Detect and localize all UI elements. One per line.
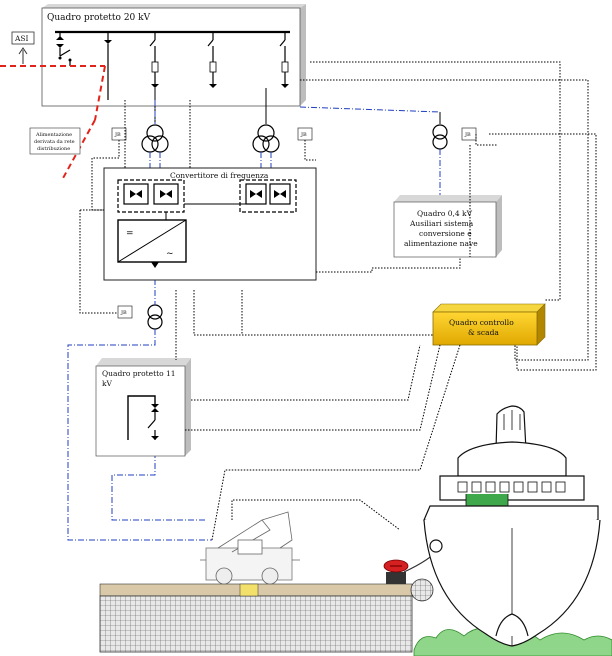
svg-text:Quadro protetto 11: Quadro protetto 11 xyxy=(102,369,176,378)
feeder-bay-3 xyxy=(207,32,217,88)
transformer-icon xyxy=(147,304,163,330)
svg-text:JB: JB xyxy=(114,132,121,138)
svg-text:derivata da rete: derivata da rete xyxy=(34,139,75,145)
asi-label: ASI xyxy=(14,34,29,43)
svg-text:kV: kV xyxy=(102,379,113,388)
scada-panel: Quadro controllo & scada xyxy=(432,303,546,346)
svg-text:JB: JB xyxy=(300,132,307,138)
crane-icon xyxy=(200,511,300,585)
converter-dc-symbol: = xyxy=(126,229,134,239)
svg-text:Ausiliari sistema: Ausiliari sistema xyxy=(409,219,474,228)
svg-text:conversione e: conversione e xyxy=(419,229,472,238)
feeder-bay-4 xyxy=(279,32,289,88)
svg-text:Quadro 0,4 kV: Quadro 0,4 kV xyxy=(417,209,473,218)
svg-text:JB: JB xyxy=(120,310,127,316)
switchboard-20kv: Quadro protetto 20 kV xyxy=(41,4,306,107)
converter-title: Convertitore di frequenza xyxy=(170,171,269,180)
junction-box-2: JB xyxy=(297,127,313,141)
transformer-icon xyxy=(432,112,448,150)
breaker-icon xyxy=(56,32,72,66)
junction-box-3: JB xyxy=(461,127,477,141)
socket-icon xyxy=(383,559,409,584)
ship-icon xyxy=(423,405,601,647)
switchboard-11kv: Quadro protetto 11 kV xyxy=(95,358,191,457)
switchboard-20kv-title: Quadro protetto 20 kV xyxy=(47,13,151,23)
converter-ac-symbol: ~ xyxy=(166,249,174,259)
svg-text:Alimentazione: Alimentazione xyxy=(35,132,72,138)
svg-text:JB: JB xyxy=(464,132,471,138)
switchboard-04kv: Quadro 0,4 kV Ausiliari sistema conversi… xyxy=(393,195,502,258)
asi-box: ASI xyxy=(11,31,35,64)
feeder-bay-1 xyxy=(104,32,112,100)
frequency-converter: Convertitore di frequenza = ~ xyxy=(103,167,317,281)
junction-box-4: JB xyxy=(117,305,133,319)
svg-text:distribuzione: distribuzione xyxy=(37,146,70,152)
junction-box-1: JB xyxy=(111,127,127,141)
mv-cables xyxy=(67,100,441,541)
quay xyxy=(99,583,413,653)
grid-supply-note: Alimentazione derivata da rete distribuz… xyxy=(29,127,81,155)
svg-text:& scada: & scada xyxy=(468,328,499,337)
svg-text:Quadro controllo: Quadro controllo xyxy=(449,318,514,327)
svg-text:alimentazione nave: alimentazione nave xyxy=(404,239,478,248)
control-links xyxy=(79,61,597,541)
feeder-bay-2 xyxy=(149,32,159,88)
